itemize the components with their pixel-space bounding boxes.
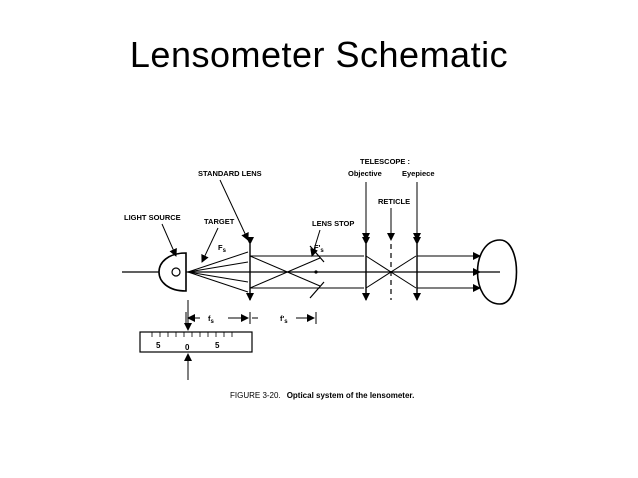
label-telescope: TELESCOPE :	[360, 157, 410, 166]
label-reticle: RETICLE	[378, 197, 410, 206]
label-dim-fs: fs	[208, 314, 215, 325]
label-target: TARGET	[204, 217, 235, 226]
slide-title: Lensometer Schematic	[129, 34, 509, 75]
label-fs: Fs	[218, 243, 227, 254]
leader-arrows	[161, 179, 421, 263]
label-standard-lens: STANDARD LENS	[198, 169, 262, 178]
dimension-lines	[185, 312, 317, 324]
scale-label-center: 0	[185, 343, 190, 352]
label-light-source: LIGHT SOURCE	[124, 213, 181, 222]
light-source-lamp	[171, 267, 181, 277]
label-fs-prime: F's	[314, 243, 324, 254]
label-dim-fs-prime: f's	[280, 314, 288, 325]
target-rays	[187, 251, 249, 293]
label-eyepiece: Eyepiece	[402, 169, 435, 178]
fs-prime-point	[314, 270, 318, 274]
scale-label-left: 5	[156, 341, 161, 350]
eye-icon	[476, 239, 501, 305]
figure-caption: FIGURE 3-20.Optical system of the lensom…	[230, 391, 414, 400]
scale-ticks	[151, 332, 233, 337]
label-objective: Objective	[348, 169, 382, 178]
scale-label-right: 5	[215, 341, 220, 350]
label-lens-stop: LENS STOP	[312, 219, 354, 228]
eye-cornea	[499, 239, 518, 305]
parallel-rays	[249, 255, 364, 289]
